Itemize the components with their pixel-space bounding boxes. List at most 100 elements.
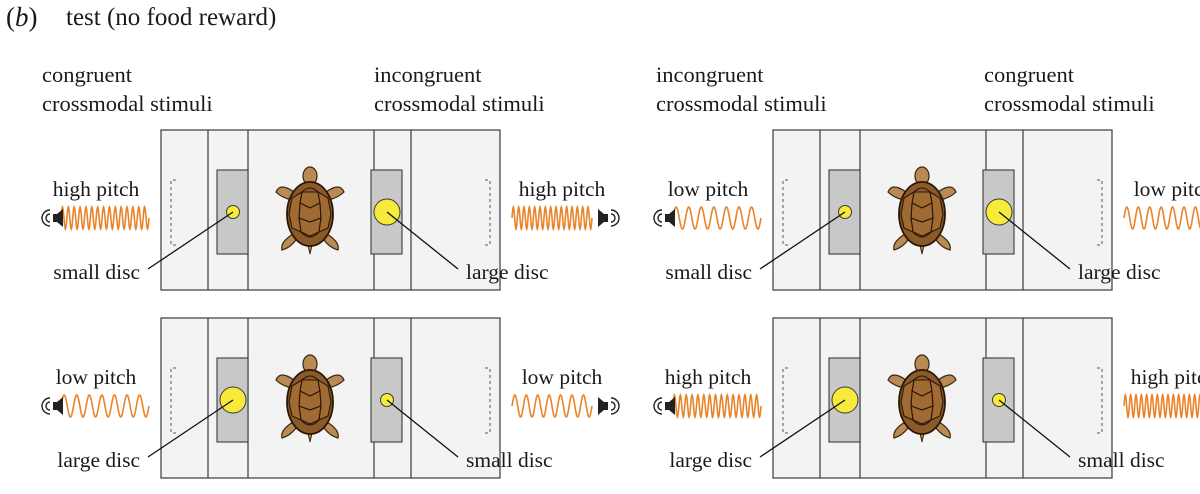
- speaker-wave: [45, 401, 51, 411]
- column-header-1-line-2: crossmodal stimuli: [42, 91, 213, 116]
- speaker-wave: [657, 401, 663, 411]
- tortoise-icon: [887, 354, 957, 443]
- speaker-wave: [657, 213, 663, 223]
- tortoise-leg: [323, 421, 339, 439]
- tortoise-leg: [893, 421, 909, 439]
- speaker-wave: [41, 397, 51, 415]
- tortoise-leg: [887, 186, 907, 201]
- sound-wave-left: [60, 394, 150, 418]
- tortoise-leg: [275, 374, 295, 389]
- tortoise-leg: [275, 186, 295, 201]
- disc-label-right: small disc: [466, 448, 553, 472]
- tortoise-scute: [317, 378, 332, 421]
- tortoise-leg: [937, 374, 957, 389]
- tortoise-leg: [323, 233, 339, 251]
- pitch-label-left: high pitch: [53, 177, 140, 201]
- tortoise-icon: [887, 166, 957, 255]
- column-header-4: congruent crossmodal stimuli: [984, 60, 1155, 118]
- sound-wave-left: [672, 392, 762, 420]
- sound-wave-left: [672, 206, 762, 230]
- tortoise-scute: [317, 190, 332, 233]
- speaker-slot-left: [170, 179, 176, 246]
- sound-wave-right: [1123, 392, 1200, 420]
- tortoise-scute: [900, 190, 915, 233]
- tortoise-leg: [281, 233, 297, 251]
- speaker-cone: [53, 209, 63, 227]
- pitch-label-left: low pitch: [668, 177, 749, 201]
- leader-line-left: [147, 211, 234, 270]
- column-header-1-line-1: congruent: [42, 62, 132, 87]
- speaker-wave: [610, 397, 620, 415]
- tortoise-scute: [929, 190, 944, 233]
- speaker-icon: [41, 397, 63, 415]
- stimulus-panel-right: [982, 357, 1015, 443]
- speaker-wave: [610, 401, 616, 411]
- tortoise-scute-line: [912, 419, 932, 426]
- tortoise-leg: [937, 186, 957, 201]
- leader-line-right: [386, 211, 459, 270]
- sound-wave-right: [511, 394, 593, 418]
- speaker-cone: [665, 209, 675, 227]
- tortoise-leg: [935, 233, 951, 251]
- disc-label-right: large disc: [1078, 260, 1161, 284]
- sound-wave-right: [511, 204, 593, 232]
- tortoise-icon: [275, 354, 345, 443]
- tortoise-scute-line: [912, 231, 932, 238]
- tortoise-scute: [929, 378, 944, 421]
- disc-label-right: small disc: [1078, 448, 1165, 472]
- column-header-4-line-1: congruent: [984, 62, 1074, 87]
- leader-line-left: [759, 399, 846, 458]
- speaker-wave: [45, 213, 51, 223]
- leader-line-right: [998, 211, 1071, 270]
- tortoise-scute-line: [300, 231, 320, 238]
- panel-letter-text: b: [15, 2, 29, 32]
- speaker-cone: [598, 209, 608, 227]
- speaker-slot-right: [1097, 367, 1103, 434]
- tortoise-scute-line: [300, 419, 320, 426]
- speaker-slot-right: [485, 367, 491, 434]
- stimulus-panel-left: [828, 169, 861, 255]
- leader-line-right: [386, 399, 459, 458]
- column-header-2: incongruent crossmodal stimuli: [374, 60, 545, 118]
- leader-line-right: [998, 399, 1071, 458]
- sound-wave-right: [1123, 206, 1200, 230]
- pitch-label-right: low pitch: [1134, 177, 1200, 201]
- tortoise-scute: [288, 190, 303, 233]
- column-header-4-line-2: crossmodal stimuli: [984, 91, 1155, 116]
- speaker-wave: [653, 209, 663, 227]
- speaker-slot-right: [1097, 179, 1103, 246]
- speaker-slot-left: [782, 179, 788, 246]
- disc-label-left: large disc: [57, 448, 140, 472]
- speaker-cone: [598, 397, 608, 415]
- tortoise-scute-line: [913, 187, 931, 193]
- disc-label-left: large disc: [669, 448, 752, 472]
- speaker-cone: [665, 397, 675, 415]
- tortoise-leg: [325, 374, 345, 389]
- tortoise-leg: [887, 374, 907, 389]
- pitch-label-right: low pitch: [522, 365, 603, 389]
- panel-letter: (b): [6, 2, 38, 32]
- speaker-wave: [610, 209, 620, 227]
- tortoise-leg: [325, 186, 345, 201]
- disc-label-right: large disc: [466, 260, 549, 284]
- speaker-cone: [53, 397, 63, 415]
- column-header-3-line-2: crossmodal stimuli: [656, 91, 827, 116]
- panel-title: test (no food reward): [66, 4, 277, 31]
- tortoise-scute-line: [301, 375, 319, 381]
- tortoise-leg: [893, 233, 909, 251]
- pitch-label-right: high pitch: [1131, 365, 1200, 389]
- speaker-slot-left: [782, 367, 788, 434]
- sound-wave-left: [60, 204, 150, 232]
- speaker-icon: [41, 209, 63, 227]
- tortoise-scute: [900, 378, 915, 421]
- speaker-icon: [598, 209, 620, 227]
- column-header-2-line-2: crossmodal stimuli: [374, 91, 545, 116]
- speaker-wave: [610, 213, 616, 223]
- tortoise-icon: [275, 166, 345, 255]
- tortoise-scute: [288, 378, 303, 421]
- tortoise-leg: [935, 421, 951, 439]
